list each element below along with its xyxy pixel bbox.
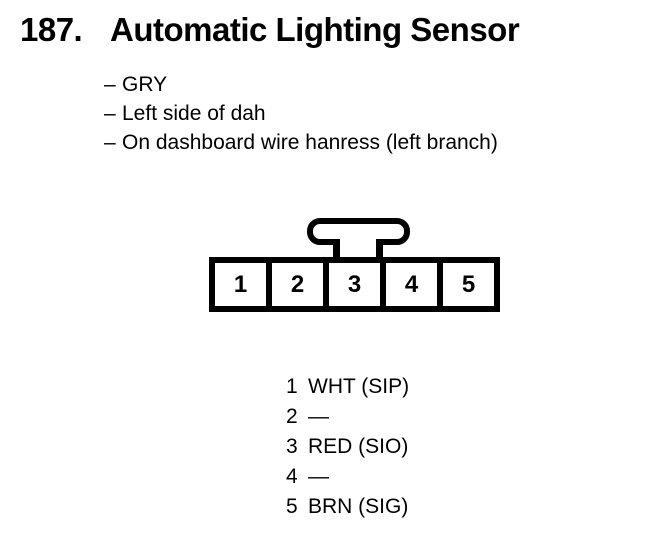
pinout-wire-label: RED (SIO) (308, 435, 409, 458)
pinout-legend: 1 WHT (SIP) 2 — 3 RED (SIO) 4 — 5 BRN (S… (286, 372, 409, 522)
pinout-pin-number: 5 (286, 495, 298, 518)
pinout-wire-label: BRN (SIG) (308, 495, 409, 518)
section-number: 187. (20, 11, 83, 48)
connector-pin-cell-5: 5 (443, 263, 494, 306)
detail-text: Left side of dah (122, 102, 266, 125)
bullet-dash: – (104, 102, 116, 125)
pinout-row: 2 — (286, 402, 409, 432)
pinout-row: 1 WHT (SIP) (286, 372, 409, 402)
connector-pin-cell-4: 4 (386, 263, 437, 306)
pinout-wire-label: — (308, 405, 329, 428)
bullet-dash: – (104, 73, 116, 96)
connector-pin-cell-3: 3 (329, 263, 380, 306)
pinout-pin-number: 1 (286, 375, 298, 398)
pinout-row: 5 BRN (SIG) (286, 492, 409, 522)
detail-item-harness: – On dashboard wire hanress (left branch… (104, 128, 498, 157)
pinout-pin-number: 3 (286, 435, 298, 458)
page-heading: 187. Automatic Lighting Sensor (20, 11, 520, 49)
connector-pin-cell-1: 1 (215, 263, 266, 306)
detail-item-color: – GRY (104, 70, 498, 99)
detail-text: On dashboard wire hanress (left branch) (122, 131, 498, 154)
pinout-pin-number: 4 (286, 465, 298, 488)
detail-text: GRY (122, 73, 168, 96)
connector-pin-cell-2: 2 (272, 263, 323, 306)
page-title: Automatic Lighting Sensor (110, 11, 520, 48)
latch-stem-right (376, 243, 383, 257)
connector-body: 1 2 3 4 5 (209, 257, 500, 312)
details-list: – GRY – Left side of dah – On dashboard … (104, 70, 498, 157)
latch-gap (340, 239, 376, 245)
bullet-dash: – (104, 131, 116, 154)
pinout-row: 4 — (286, 462, 409, 492)
pinout-row: 3 RED (SIO) (286, 432, 409, 462)
connector-diagram: 1 2 3 4 5 (209, 218, 500, 312)
latch-stem-left (333, 243, 340, 257)
detail-item-location: – Left side of dah (104, 99, 498, 128)
pinout-pin-number: 2 (286, 405, 298, 428)
pinout-wire-label: — (308, 465, 329, 488)
pinout-wire-label: WHT (SIP) (308, 375, 410, 398)
